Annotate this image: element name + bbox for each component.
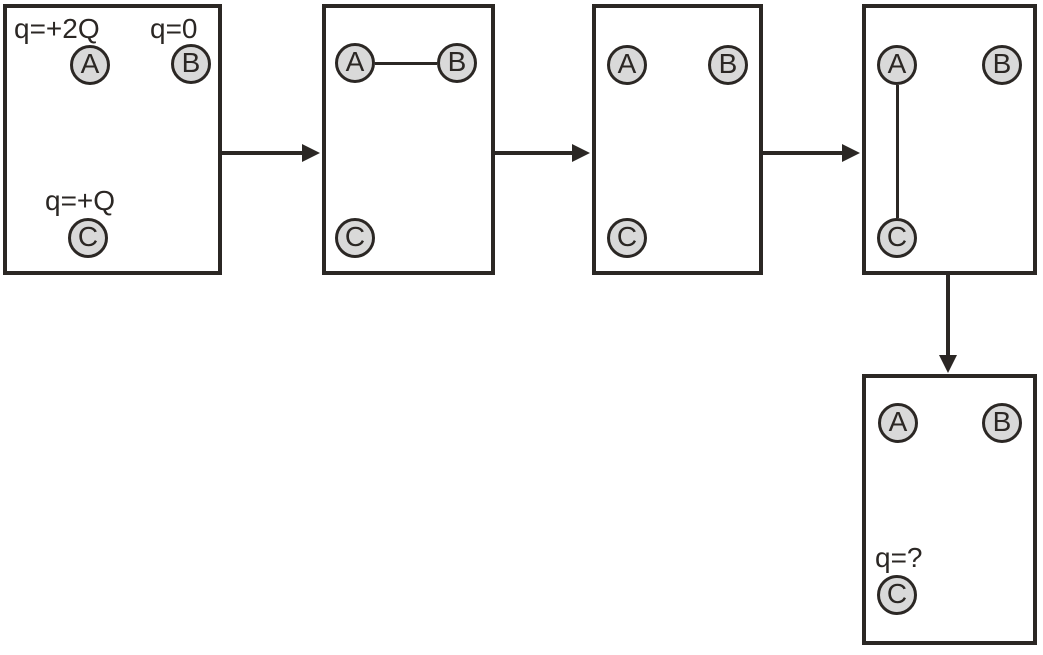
arrow-right-icon [572, 144, 590, 162]
sphere-c: C [877, 575, 917, 615]
sphere-b: B [982, 403, 1022, 443]
sphere-b: B [437, 43, 477, 83]
sphere-b: B [171, 44, 211, 84]
charge-label-a: q=+2Q [14, 13, 100, 44]
arrow-shaft [222, 151, 306, 155]
sphere-b: B [708, 45, 748, 85]
sphere-b: B [982, 45, 1022, 85]
wire-a-b [375, 62, 437, 65]
panel-a-b-connected: A B C [322, 4, 495, 275]
arrow-shaft [763, 151, 842, 155]
sphere-c: C [68, 218, 108, 258]
panel-initial-charges: q=+2Q q=0 q=+Q A B C [3, 4, 222, 275]
panel-a-c-connected: A B C [862, 4, 1037, 275]
arrow-right-icon [302, 144, 320, 162]
charge-label-b: q=0 [150, 13, 198, 44]
sphere-a: A [877, 45, 917, 85]
sphere-c: C [335, 218, 375, 258]
panel-final-unknown-charge: q=? A B C [862, 374, 1037, 645]
sphere-a: A [70, 45, 110, 85]
arrow-right-icon [842, 144, 860, 162]
sphere-c: C [607, 218, 647, 258]
arrow-shaft [495, 151, 572, 155]
sphere-a: A [335, 43, 375, 83]
panel-a-b-separated: A B C [592, 4, 763, 275]
charge-label-c: q=? [875, 542, 923, 573]
wire-a-c [896, 85, 899, 218]
arrow-down-icon [939, 355, 957, 373]
sphere-c: C [877, 218, 917, 258]
sphere-a: A [878, 403, 918, 443]
sphere-a: A [607, 45, 647, 85]
charge-label-c: q=+Q [45, 185, 116, 216]
arrow-shaft [946, 275, 950, 355]
